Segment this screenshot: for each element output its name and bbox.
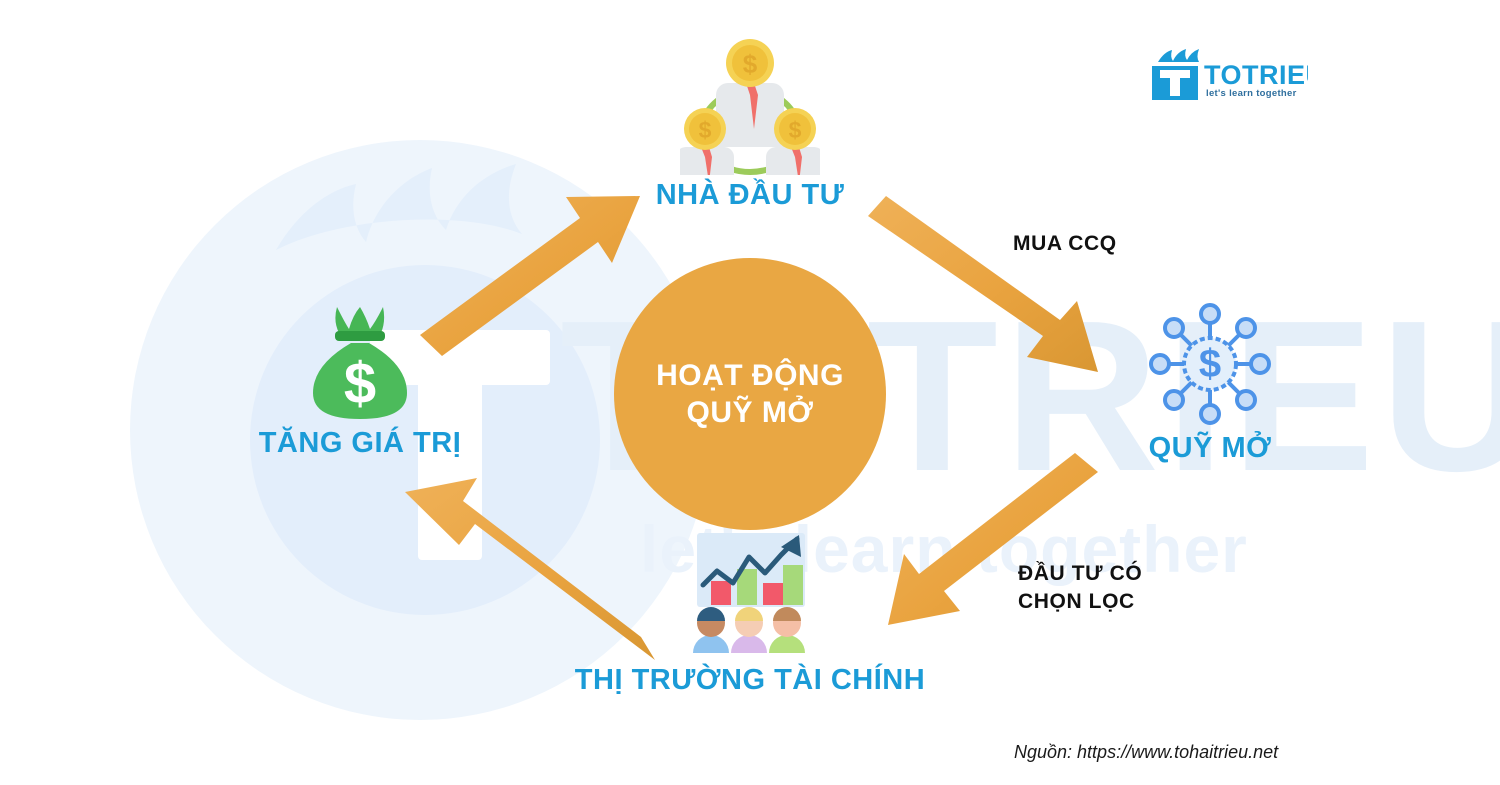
center-line-2: QUỸ MỞ	[686, 396, 814, 429]
center-circle-text: HOẠT ĐỘNG QUỸ MỞ	[656, 357, 844, 432]
logo-tagline: let's learn together	[1206, 88, 1297, 99]
logo-wordmark: TOTRIEU	[1204, 60, 1308, 90]
node-investor[interactable]: $ $ $ NHÀ ĐẦU	[575, 25, 925, 212]
svg-text:$: $	[1199, 342, 1221, 386]
node-market[interactable]: THỊ TRƯỜNG TÀI CHÍNH	[515, 525, 985, 697]
investors-coin-heads-icon: $ $ $	[575, 25, 925, 175]
totrieu-logo[interactable]: TOTRIEU let's learn together	[1148, 48, 1325, 123]
arrow-investor-to-fund	[868, 196, 1098, 372]
edge-label-mua-ccq: MUA CCQ	[1013, 232, 1117, 255]
svg-text:$: $	[789, 117, 802, 143]
node-value-label: TĂNG GIÁ TRỊ	[258, 427, 462, 459]
source-credit: Nguồn: https://www.tohaitrieu.net	[1014, 742, 1279, 762]
node-value[interactable]: $ TĂNG GIÁ TRỊ	[215, 295, 505, 460]
arrow-fund-to-market	[888, 453, 1098, 625]
svg-text:$: $	[344, 351, 376, 416]
fund-network-dollar-icon: $	[1060, 300, 1360, 428]
svg-text:$: $	[743, 49, 758, 79]
node-fund-label: QUỸ MỞ	[1148, 432, 1272, 464]
center-line-1: HOẠT ĐỘNG	[656, 358, 844, 392]
center-circle: HOẠT ĐỘNG QUỸ MỞ	[614, 258, 886, 530]
money-bag-icon: $	[215, 295, 505, 423]
svg-text:$: $	[699, 117, 712, 143]
node-investor-label: NHÀ ĐẦU TƯ	[655, 179, 845, 211]
node-market-label: THỊ TRƯỜNG TÀI CHÍNH	[574, 664, 926, 696]
edge-label-dau-tu-co-chon-loc: ĐẦU TƯ CÓ CHỌN LỌC	[1018, 562, 1143, 614]
financial-market-chart-people-icon	[515, 525, 985, 660]
node-fund[interactable]: $ QUỸ MỞ	[1060, 300, 1360, 465]
